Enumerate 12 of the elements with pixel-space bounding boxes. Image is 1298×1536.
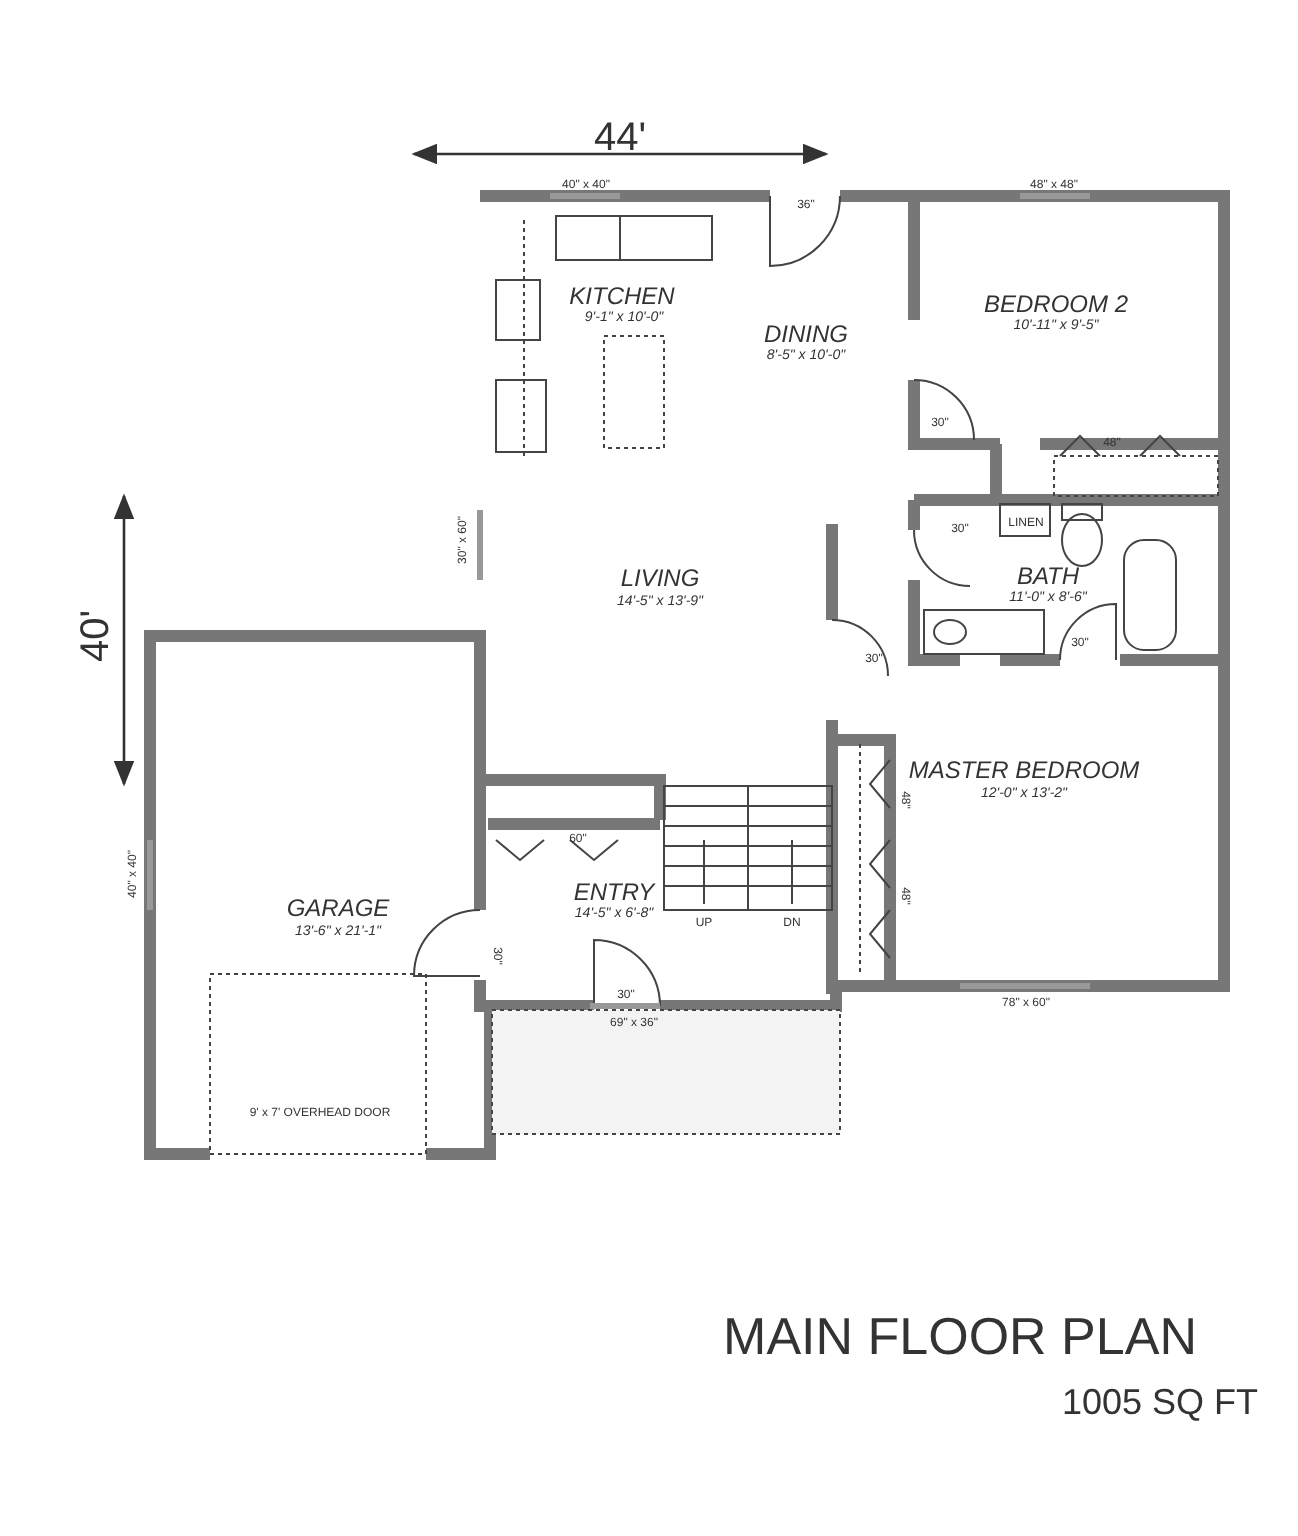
room-name: GARAGE [286, 896, 390, 920]
room-name: BEDROOM 2 [984, 292, 1128, 316]
room-name: MASTER BEDROOM [908, 758, 1140, 782]
dimension-label: 40' [76, 609, 116, 663]
dimension-label: 44' [593, 118, 647, 158]
room-name: DINING [764, 322, 848, 346]
caption: 1005 SQ FT [1061, 1384, 1259, 1420]
room-name: KITCHEN [569, 284, 675, 308]
room-name: BATH [1016, 564, 1080, 588]
room-name: LIVING [620, 566, 700, 590]
room-name: ENTRY [573, 880, 655, 904]
title: MAIN FLOOR PLAN [723, 1310, 1197, 1362]
